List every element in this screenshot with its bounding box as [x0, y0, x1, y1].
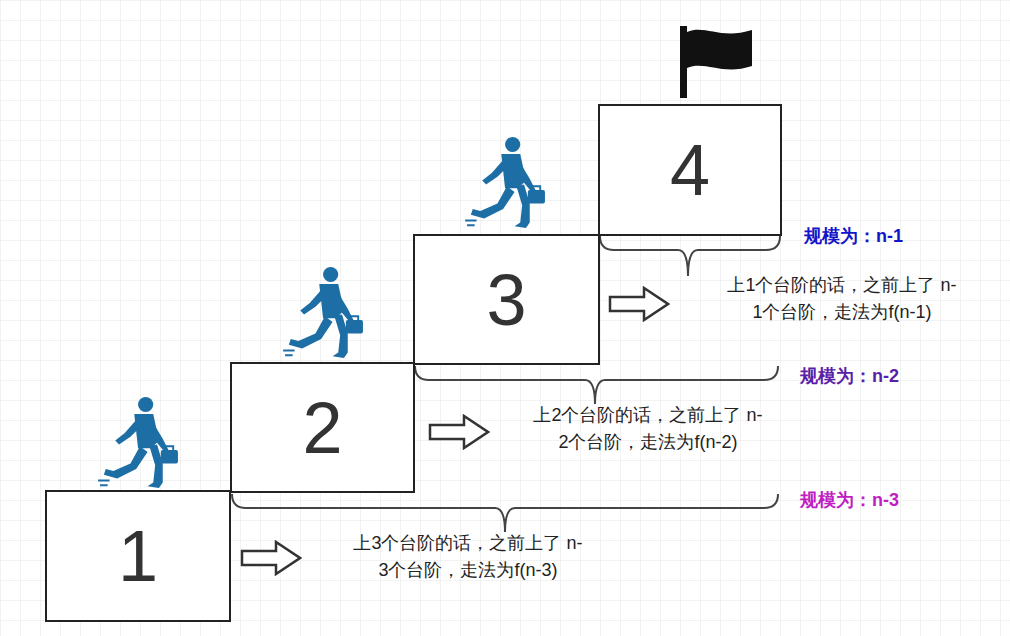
- scale-label: 规模为：n-3: [800, 488, 899, 512]
- stair-box: 1: [45, 490, 231, 622]
- step-number: 2: [302, 387, 342, 469]
- scale-label: 规模为：n-1: [804, 224, 903, 248]
- step-number: 1: [118, 515, 158, 597]
- stair-box: 3: [413, 234, 600, 365]
- stair-box: 2: [230, 362, 415, 493]
- step-number: 3: [486, 259, 526, 341]
- step-note: 上1个台阶的话，之前上了 n-1个台阶，走法为f(n-1): [692, 272, 992, 326]
- stair-box: 4: [598, 104, 782, 236]
- step-note: 上2个台阶的话，之前上了 n-2个台阶，走法为f(n-2): [498, 402, 798, 456]
- step-note: 上3个台阶的话，之前上了 n-3个台阶，走法为f(n-3): [318, 530, 618, 584]
- scale-label: 规模为：n-2: [800, 364, 899, 388]
- step-number: 4: [670, 129, 710, 211]
